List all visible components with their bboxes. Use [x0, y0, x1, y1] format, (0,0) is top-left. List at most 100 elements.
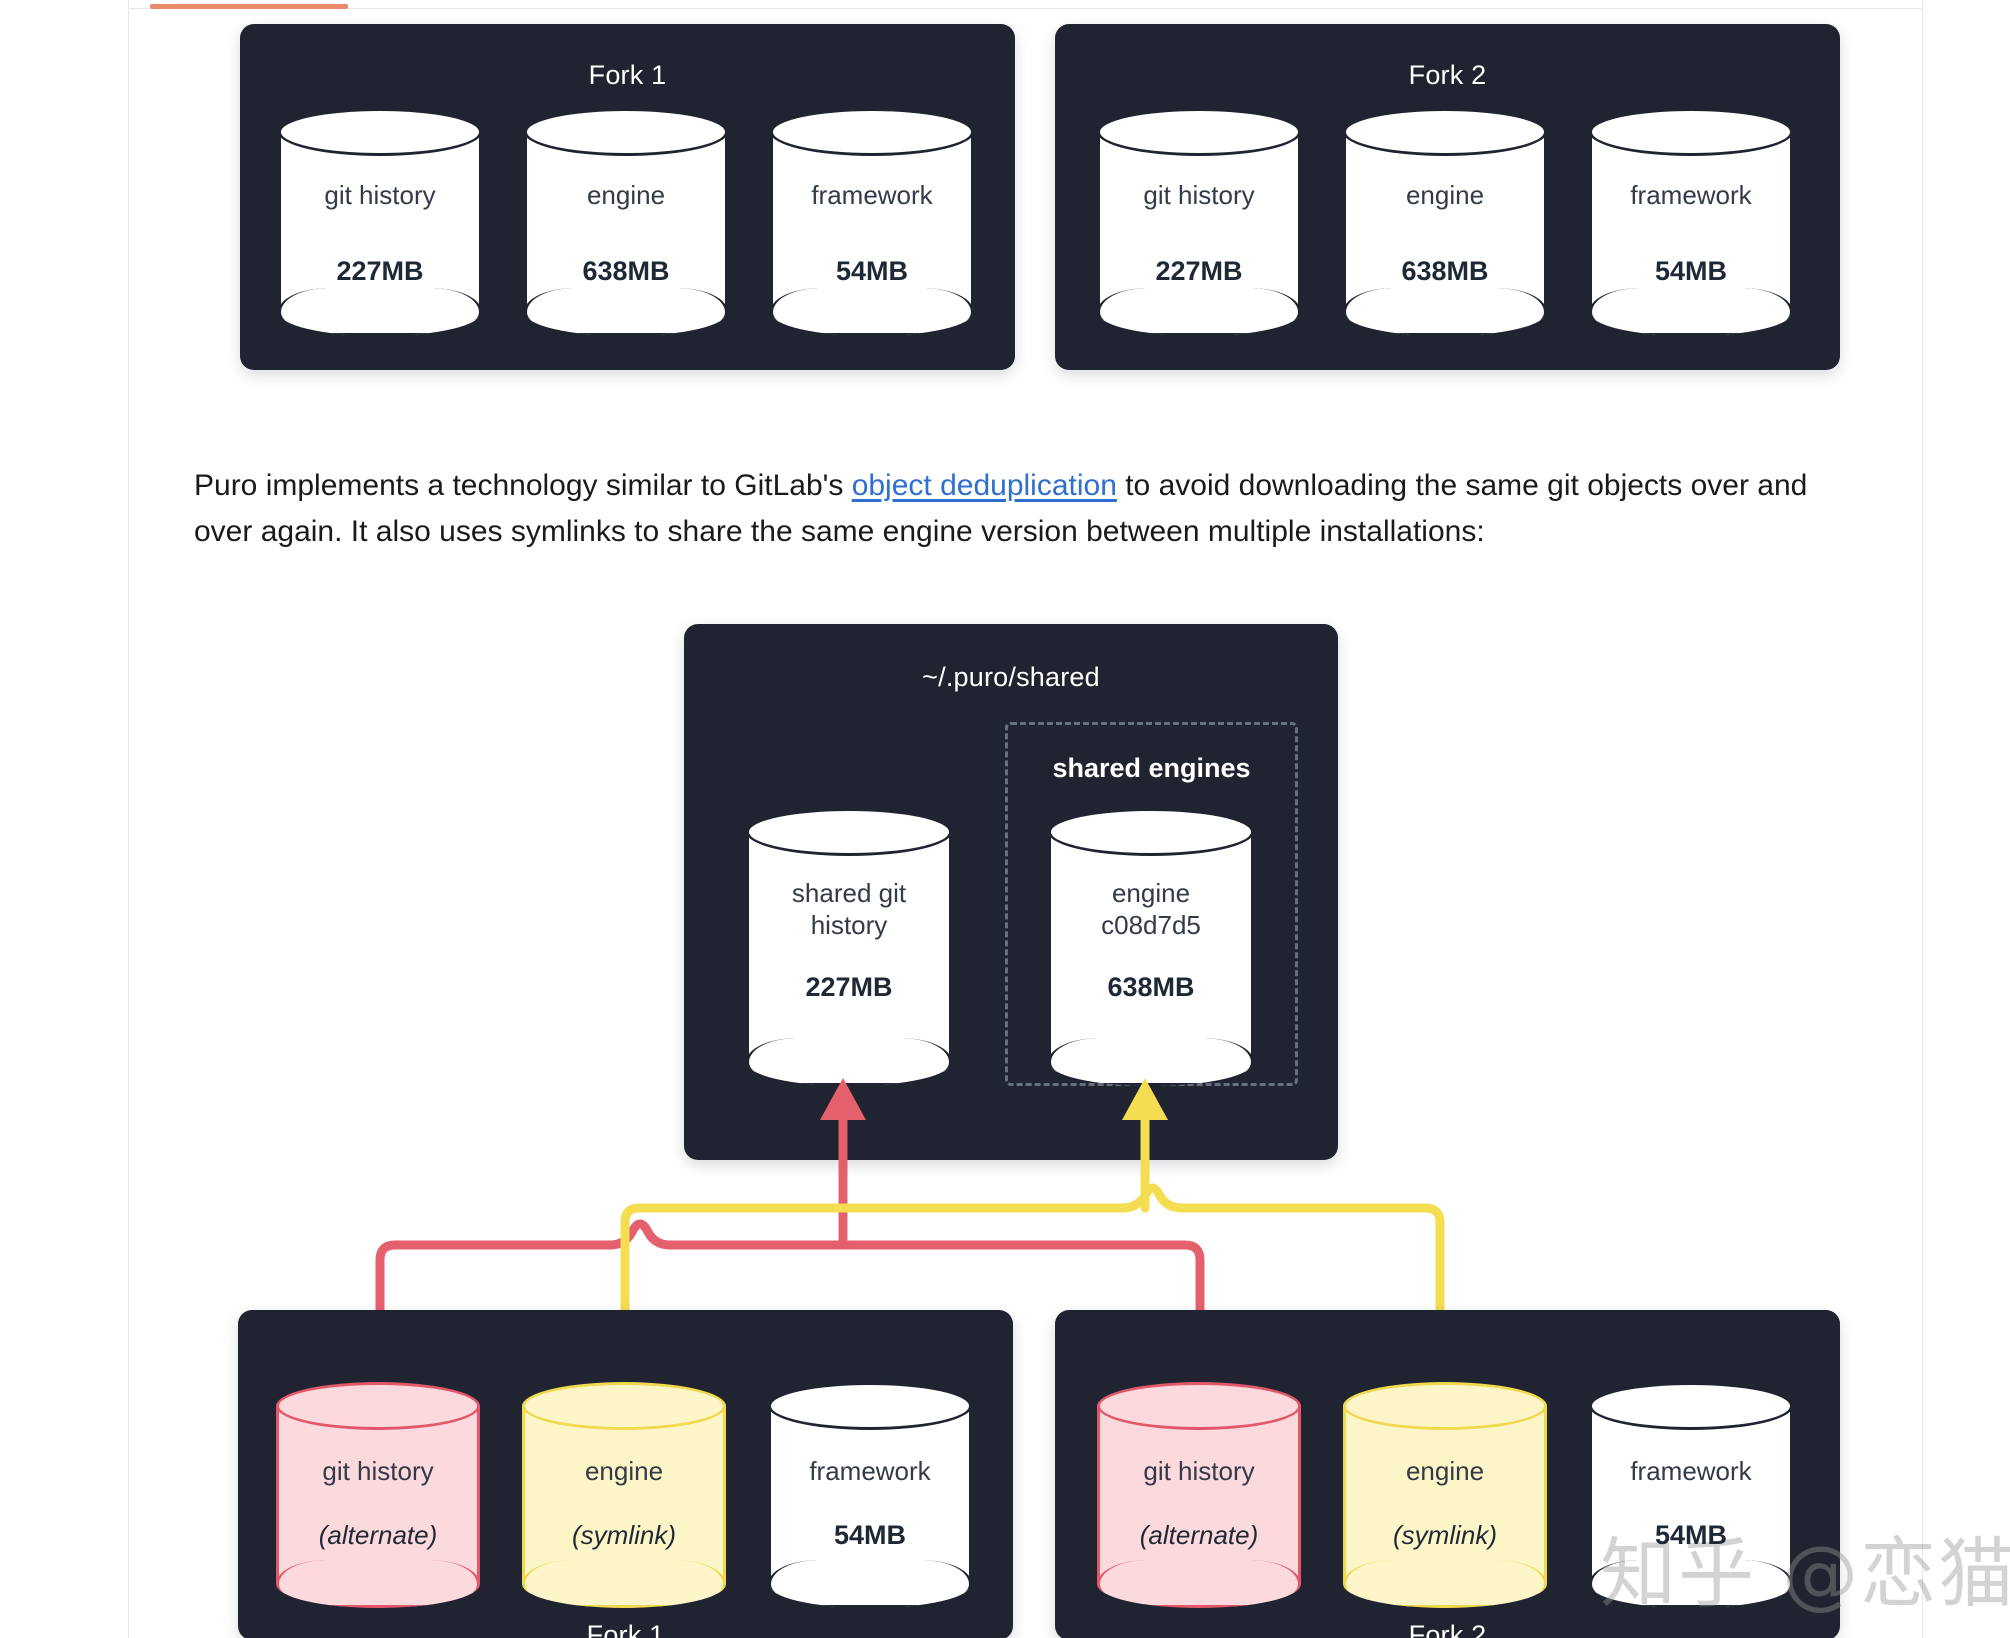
cylinder-top: [1097, 1382, 1301, 1430]
cylinder-engine-symlink: engine (symlink): [522, 1382, 726, 1608]
cylinder-framework: framework 54MB: [768, 1382, 972, 1608]
cylinder-top: [1589, 108, 1793, 156]
cylinder-value: (symlink): [1393, 1520, 1497, 1550]
cylinder-bottom: [1589, 288, 1793, 336]
cylinder-bottom: [276, 1560, 480, 1608]
cylinder-git-history: git history 227MB: [1097, 108, 1301, 336]
cylinder-body: [1343, 1406, 1547, 1584]
cylinder-label-line2: c08d7d5: [1101, 910, 1201, 940]
cylinder-git-history-alternate: git history (alternate): [1097, 1382, 1301, 1608]
cylinder-framework: framework 54MB: [770, 108, 974, 336]
content-left-border: [128, 0, 129, 1638]
cylinder-bottom: [1097, 288, 1301, 336]
cylinder-engine: engine 638MB: [524, 108, 728, 336]
cylinder-label: git history: [324, 180, 436, 210]
cylinder-framework: framework 54MB: [1589, 1382, 1793, 1608]
cylinder-label: engine: [1405, 180, 1485, 210]
cylinder-label: engine: [584, 1456, 664, 1486]
cylinder-top: [276, 1382, 480, 1430]
cylinder-top: [1589, 1382, 1793, 1430]
cylinder-engine-symlink: engine (symlink): [1343, 1382, 1547, 1608]
content-right-border: [1922, 0, 1923, 1638]
cylinder-label: framework: [1630, 180, 1752, 210]
cylinder-git-history: git history 227MB: [278, 108, 482, 336]
panel-title: Fork 2: [1408, 60, 1487, 90]
fork-panel-bottom-2: git history (alternate) engine (symlink)…: [1055, 1310, 1840, 1638]
cylinder-body: [768, 1406, 972, 1584]
cylinder-bottom: [524, 288, 728, 336]
cylinder-bottom: [1343, 288, 1547, 336]
shared-panel-title: ~/.puro/shared: [922, 662, 1100, 692]
cylinder-body: [524, 132, 728, 312]
cylinder-bottom: [768, 1560, 972, 1608]
cylinder-label: engine: [586, 180, 666, 210]
cylinder-body: [1589, 1406, 1793, 1584]
shared-panel: ~/.puro/shared shared engines shared git…: [684, 624, 1338, 1160]
cylinder-label: git history: [322, 1456, 434, 1486]
cylinder-value: 638MB: [1401, 256, 1489, 286]
cylinder-label-line1: engine: [1111, 878, 1191, 908]
cylinder-body: [1048, 832, 1254, 1062]
cylinder-body: [770, 132, 974, 312]
cylinder-value: 227MB: [805, 972, 893, 1002]
cylinder-label-line2: history: [810, 910, 888, 940]
cylinder-shared-git-history: shared git history 227MB: [746, 808, 952, 1086]
cylinder-git-history-alternate: git history (alternate): [276, 1382, 480, 1608]
cylinder-top: [1097, 108, 1301, 156]
cylinder-value: 54MB: [835, 256, 909, 286]
cylinder-top: [1343, 108, 1547, 156]
cylinder-shared-engine: engine c08d7d5 638MB: [1048, 808, 1254, 1086]
cylinder-value: 54MB: [1654, 256, 1728, 286]
header-divider: [128, 8, 1922, 9]
cylinder-top: [1048, 808, 1254, 856]
cylinder-value: 227MB: [1155, 256, 1243, 286]
cylinder-body: [1097, 132, 1301, 312]
cylinder-bottom: [1048, 1038, 1254, 1086]
reading-progress-fill: [150, 4, 348, 9]
cylinder-value: 54MB: [833, 1520, 907, 1550]
cylinder-top: [768, 1382, 972, 1430]
cylinder-engine: engine 638MB: [1343, 108, 1547, 336]
fork-panel-top-2: Fork 2 git history 227MB engine 638MB fr…: [1055, 24, 1840, 370]
cylinder-bottom: [1343, 1560, 1547, 1608]
reading-progress-track: [128, 4, 1922, 9]
cylinder-bottom: [1589, 1560, 1793, 1608]
cylinder-label: git history: [1143, 1456, 1255, 1486]
cylinder-label: framework: [811, 180, 933, 210]
cylinder-bottom: [770, 288, 974, 336]
shared-engines-title: shared engines: [1052, 753, 1251, 783]
cylinder-top: [524, 108, 728, 156]
cylinder-top: [1343, 1382, 1547, 1430]
zhihu-watermark: 知乎 @恋猫: [1600, 1529, 2010, 1618]
paragraph-text-1: Puro implements a technology similar to …: [194, 469, 852, 502]
cylinder-body: [746, 832, 952, 1062]
cylinder-label: engine: [1405, 1456, 1485, 1486]
cylinder-body: [1343, 132, 1547, 312]
cylinder-top: [770, 108, 974, 156]
cylinder-label: git history: [1143, 180, 1255, 210]
panel-title: Fork 1: [586, 1620, 665, 1638]
cylinder-bottom: [746, 1038, 952, 1086]
cylinder-body: [522, 1406, 726, 1584]
cylinder-bottom: [1097, 1560, 1301, 1608]
cylinder-value: 54MB: [1654, 1520, 1728, 1550]
cylinder-body: [1589, 132, 1793, 312]
cylinder-body: [278, 132, 482, 312]
object-deduplication-link[interactable]: object deduplication: [851, 469, 1117, 502]
cylinder-framework: framework 54MB: [1589, 108, 1793, 336]
cylinder-body: [276, 1406, 480, 1584]
cylinder-value: 638MB: [582, 256, 670, 286]
cylinder-value: (symlink): [572, 1520, 676, 1550]
paragraph-text-2: to avoid downloading the same git object…: [194, 469, 1808, 548]
cylinder-top: [278, 108, 482, 156]
fork-panel-top-1: Fork 1 git history 227MB engine 638MB fr…: [240, 24, 1015, 370]
fork-panel-bottom-1: git history (alternate) engine (symlink)…: [238, 1310, 1013, 1638]
cylinder-label-line1: shared git: [791, 878, 907, 908]
cylinder-value: (alternate): [1139, 1520, 1259, 1550]
cylinder-label: framework: [1630, 1456, 1752, 1486]
panel-title: Fork 1: [588, 60, 667, 90]
cylinder-body: [1097, 1406, 1301, 1584]
cylinder-bottom: [278, 288, 482, 336]
cylinder-bottom: [522, 1560, 726, 1608]
